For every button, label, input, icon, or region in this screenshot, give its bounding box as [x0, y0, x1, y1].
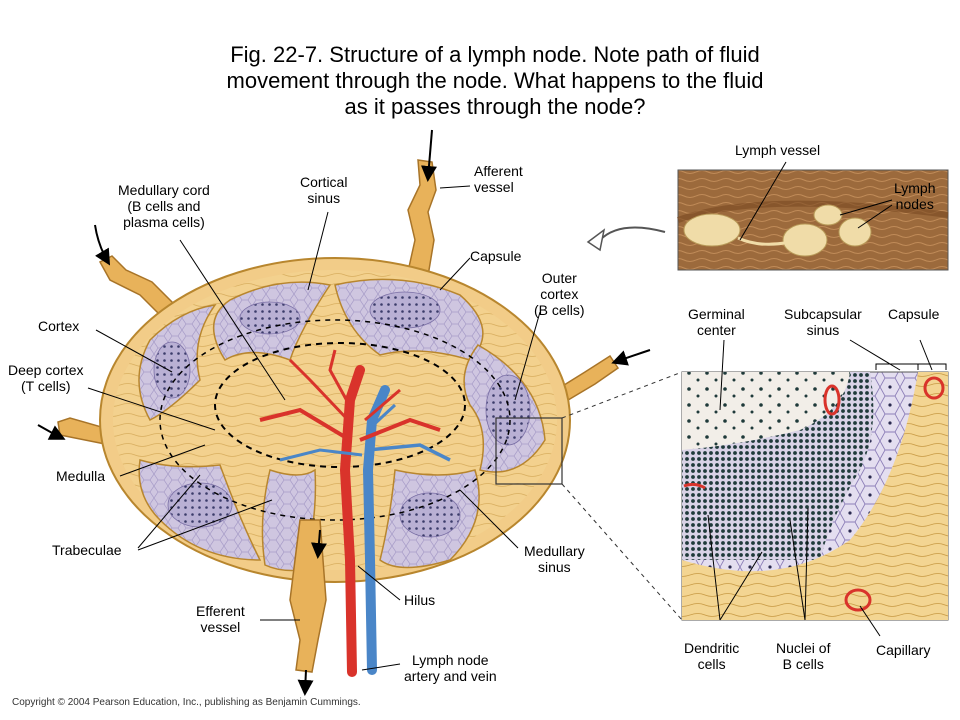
- label-line: Lymph node: [412, 652, 489, 668]
- figure-title: Fig. 22-7. Structure of a lymph node. No…: [150, 42, 840, 120]
- label-capsule-detail: Capsule: [888, 306, 939, 322]
- label-line: Capillary: [876, 642, 931, 658]
- label-line: Cortical: [300, 174, 348, 190]
- label-medullary-sinus: Medullary sinus: [524, 543, 585, 575]
- label-line: Lymph vessel: [735, 142, 821, 158]
- label-line: sinus: [538, 559, 571, 575]
- label-nuclei-b-cells: Nuclei of B cells: [776, 640, 830, 672]
- label-medulla: Medulla: [56, 468, 105, 484]
- label-line: Nuclei of: [776, 640, 831, 656]
- copyright-notice: Copyright © 2004 Pearson Education, Inc.…: [12, 697, 361, 708]
- label-deep-cortex: Deep cortex (T cells): [8, 362, 83, 394]
- lymph-node-photo: [676, 169, 949, 271]
- leader-lines: [87, 161, 933, 671]
- label-line: Efferent: [196, 603, 245, 619]
- title-line: movement through the node. What happens …: [226, 68, 764, 93]
- label-germinal-center: Germinal center: [688, 306, 745, 338]
- label-outer-cortex: Outer cortex (B cells): [534, 270, 585, 318]
- label-line: (T cells): [20, 378, 71, 394]
- label-cortex: Cortex: [38, 318, 79, 334]
- label-hilus: Hilus: [404, 592, 435, 608]
- label-line: Outer: [541, 270, 577, 286]
- label-line: (B cells and: [127, 198, 201, 214]
- label-line: Medullary: [524, 543, 585, 559]
- label-dendritic-cells: Dendritic cells: [684, 640, 739, 672]
- cortical-nodules: [153, 291, 531, 538]
- label-capsule: Capsule: [470, 248, 521, 264]
- label-trabeculae: Trabeculae: [52, 542, 122, 558]
- label-line: cortex: [540, 286, 579, 302]
- label-line: cells: [697, 656, 726, 672]
- artery-and-vein: [259, 349, 451, 677]
- label-line: Deep cortex: [8, 362, 84, 378]
- label-line: Subcapsular: [784, 306, 862, 322]
- zoom-region-box: [495, 417, 563, 485]
- label-cortical-sinus: Cortical sinus: [300, 174, 347, 206]
- inflow-arrow-icon: [37, 129, 651, 440]
- label-line: sinus: [307, 190, 341, 206]
- deep-cortex-boundary: [214, 342, 466, 468]
- title-line: Fig. 22-7. Structure of a lymph node. No…: [230, 42, 760, 67]
- label-line: sinus: [806, 322, 840, 338]
- label-line: Dendritic: [684, 640, 740, 656]
- pointer-arrow-icon: [599, 226, 666, 241]
- label-medullary-cord: Medullary cord (B cells and plasma cells…: [118, 182, 210, 230]
- label-line: nodes: [895, 196, 934, 212]
- cortex-detail-inset: [681, 363, 949, 621]
- label-line: Lymph: [894, 180, 936, 196]
- label-line: Cortex: [38, 318, 80, 334]
- label-line: Medullary cord: [118, 182, 210, 198]
- label-lymph-vessel: Lymph vessel: [735, 142, 820, 158]
- label-line: Hilus: [404, 592, 436, 608]
- label-lymph-node-artery-vein: Lymph node artery and vein: [404, 652, 497, 684]
- label-lymph-nodes: Lymph nodes: [894, 180, 936, 212]
- label-line: Medulla: [56, 468, 106, 484]
- label-subcapsular-sinus: Subcapsular sinus: [784, 306, 862, 338]
- label-line: center: [696, 322, 736, 338]
- label-line: plasma cells): [123, 214, 205, 230]
- cortex-boundary: [159, 319, 511, 521]
- outflow-arrow-icon: [297, 529, 327, 696]
- label-line: vessel: [200, 619, 241, 635]
- label-line: B cells: [782, 656, 824, 672]
- label-line: Trabeculae: [52, 542, 122, 558]
- label-line: (B cells): [534, 302, 585, 318]
- label-line: vessel: [474, 179, 514, 195]
- label-line: artery and vein: [404, 668, 497, 684]
- label-line: Afferent: [474, 163, 523, 179]
- title-line: as it passes through the node?: [344, 94, 646, 119]
- label-line: Germinal: [688, 306, 745, 322]
- label-capillary: Capillary: [876, 642, 930, 658]
- label-line: Capsule: [888, 306, 940, 322]
- label-afferent-vessel: Afferent vessel: [474, 163, 523, 195]
- label-efferent-vessel: Efferent vessel: [196, 603, 245, 635]
- label-line: Capsule: [470, 248, 522, 264]
